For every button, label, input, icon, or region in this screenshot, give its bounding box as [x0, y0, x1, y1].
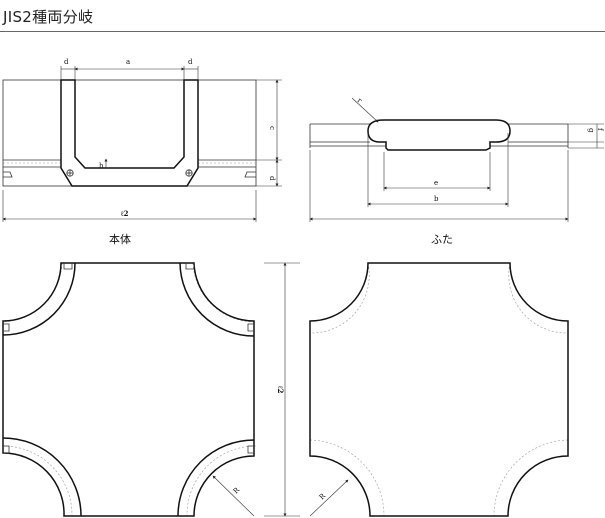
body-side-dimensions: c d [256, 79, 282, 187]
dim-label-h: h [99, 162, 104, 170]
title-divider [0, 31, 605, 32]
dim-label-a: a [126, 58, 130, 66]
body-plan-view: R [2, 262, 257, 517]
body-top-dimensions: d a d [60, 58, 199, 80]
body-section-view: h [2, 79, 257, 187]
plan-length-dimension: ℓ2 [264, 262, 300, 517]
page-title: JIS2種両分岐 [3, 8, 94, 26]
caption-lid: ふた [431, 233, 453, 246]
dim-label-R-left: R [232, 486, 242, 496]
dim-label-d-right: d [188, 58, 193, 66]
dim-label-d-side: d [268, 176, 276, 181]
dim-label-d-left: d [64, 58, 69, 66]
lid-side-dimensions: g f [568, 123, 604, 149]
dim-label-f: f [596, 128, 604, 132]
dim-label-l2-side: ℓ2 [276, 385, 285, 394]
dim-label-e: e [434, 179, 438, 187]
body-length-dimension: ℓ2 [2, 190, 257, 222]
dim-label-g: g [587, 128, 595, 133]
lid-bottom-dimensions: e b [309, 133, 569, 222]
dim-label-R-right: R [318, 492, 328, 502]
dim-label-l2-top: ℓ2 [120, 209, 129, 218]
lid-section-view: r [309, 96, 569, 151]
caption-body: 本体 [109, 232, 131, 246]
lid-plan-view: R [309, 262, 569, 517]
dim-label-b: b [434, 195, 439, 203]
dim-label-c: c [268, 126, 276, 130]
dim-label-r: r [356, 96, 364, 105]
